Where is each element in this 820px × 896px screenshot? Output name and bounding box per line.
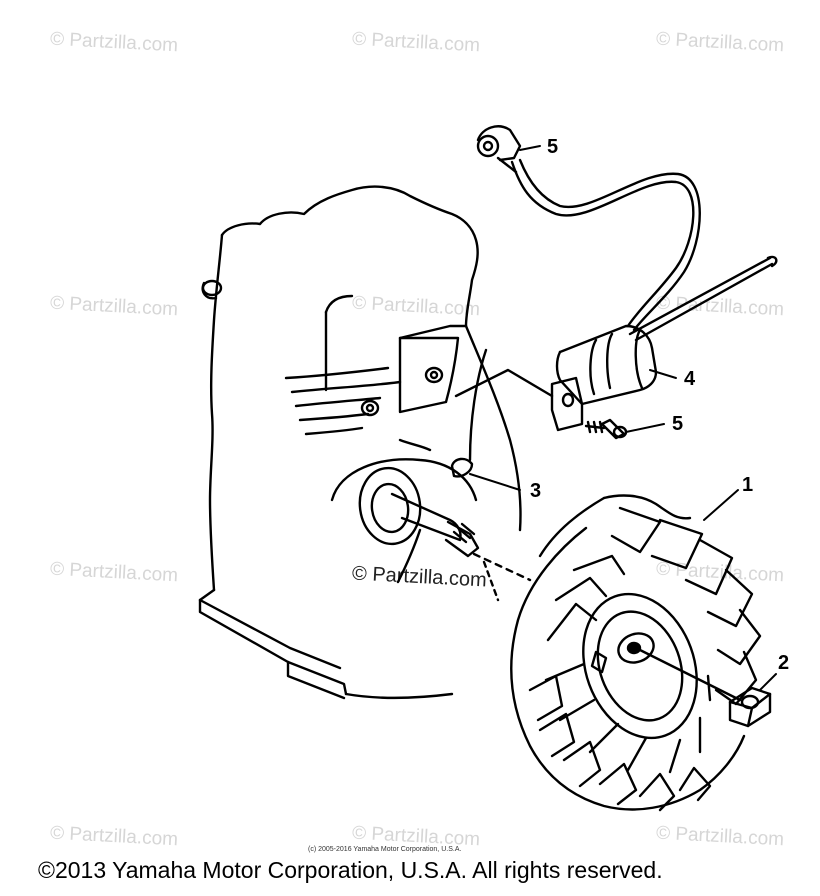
ignition-coil — [454, 125, 778, 440]
callout-key: 3 — [530, 480, 542, 502]
footer-copyright: ©2013 Yamaha Motor Corporation, U.S.A. A… — [38, 857, 663, 883]
leader-lines — [469, 145, 777, 691]
callout-flywheel: 1 — [742, 474, 754, 496]
flywheel — [510, 494, 762, 812]
callout-plug-cap: 5 — [547, 136, 559, 158]
small-copyright: (c) 2005-2016 Yamaha Motor Corporation, … — [308, 846, 462, 853]
callout-bolt: 5 — [672, 413, 684, 435]
callout-ignition-coil: 4 — [684, 368, 696, 390]
callout-nut: 2 — [778, 652, 790, 674]
flywheel-nut — [728, 686, 772, 728]
engine-block — [198, 185, 532, 700]
